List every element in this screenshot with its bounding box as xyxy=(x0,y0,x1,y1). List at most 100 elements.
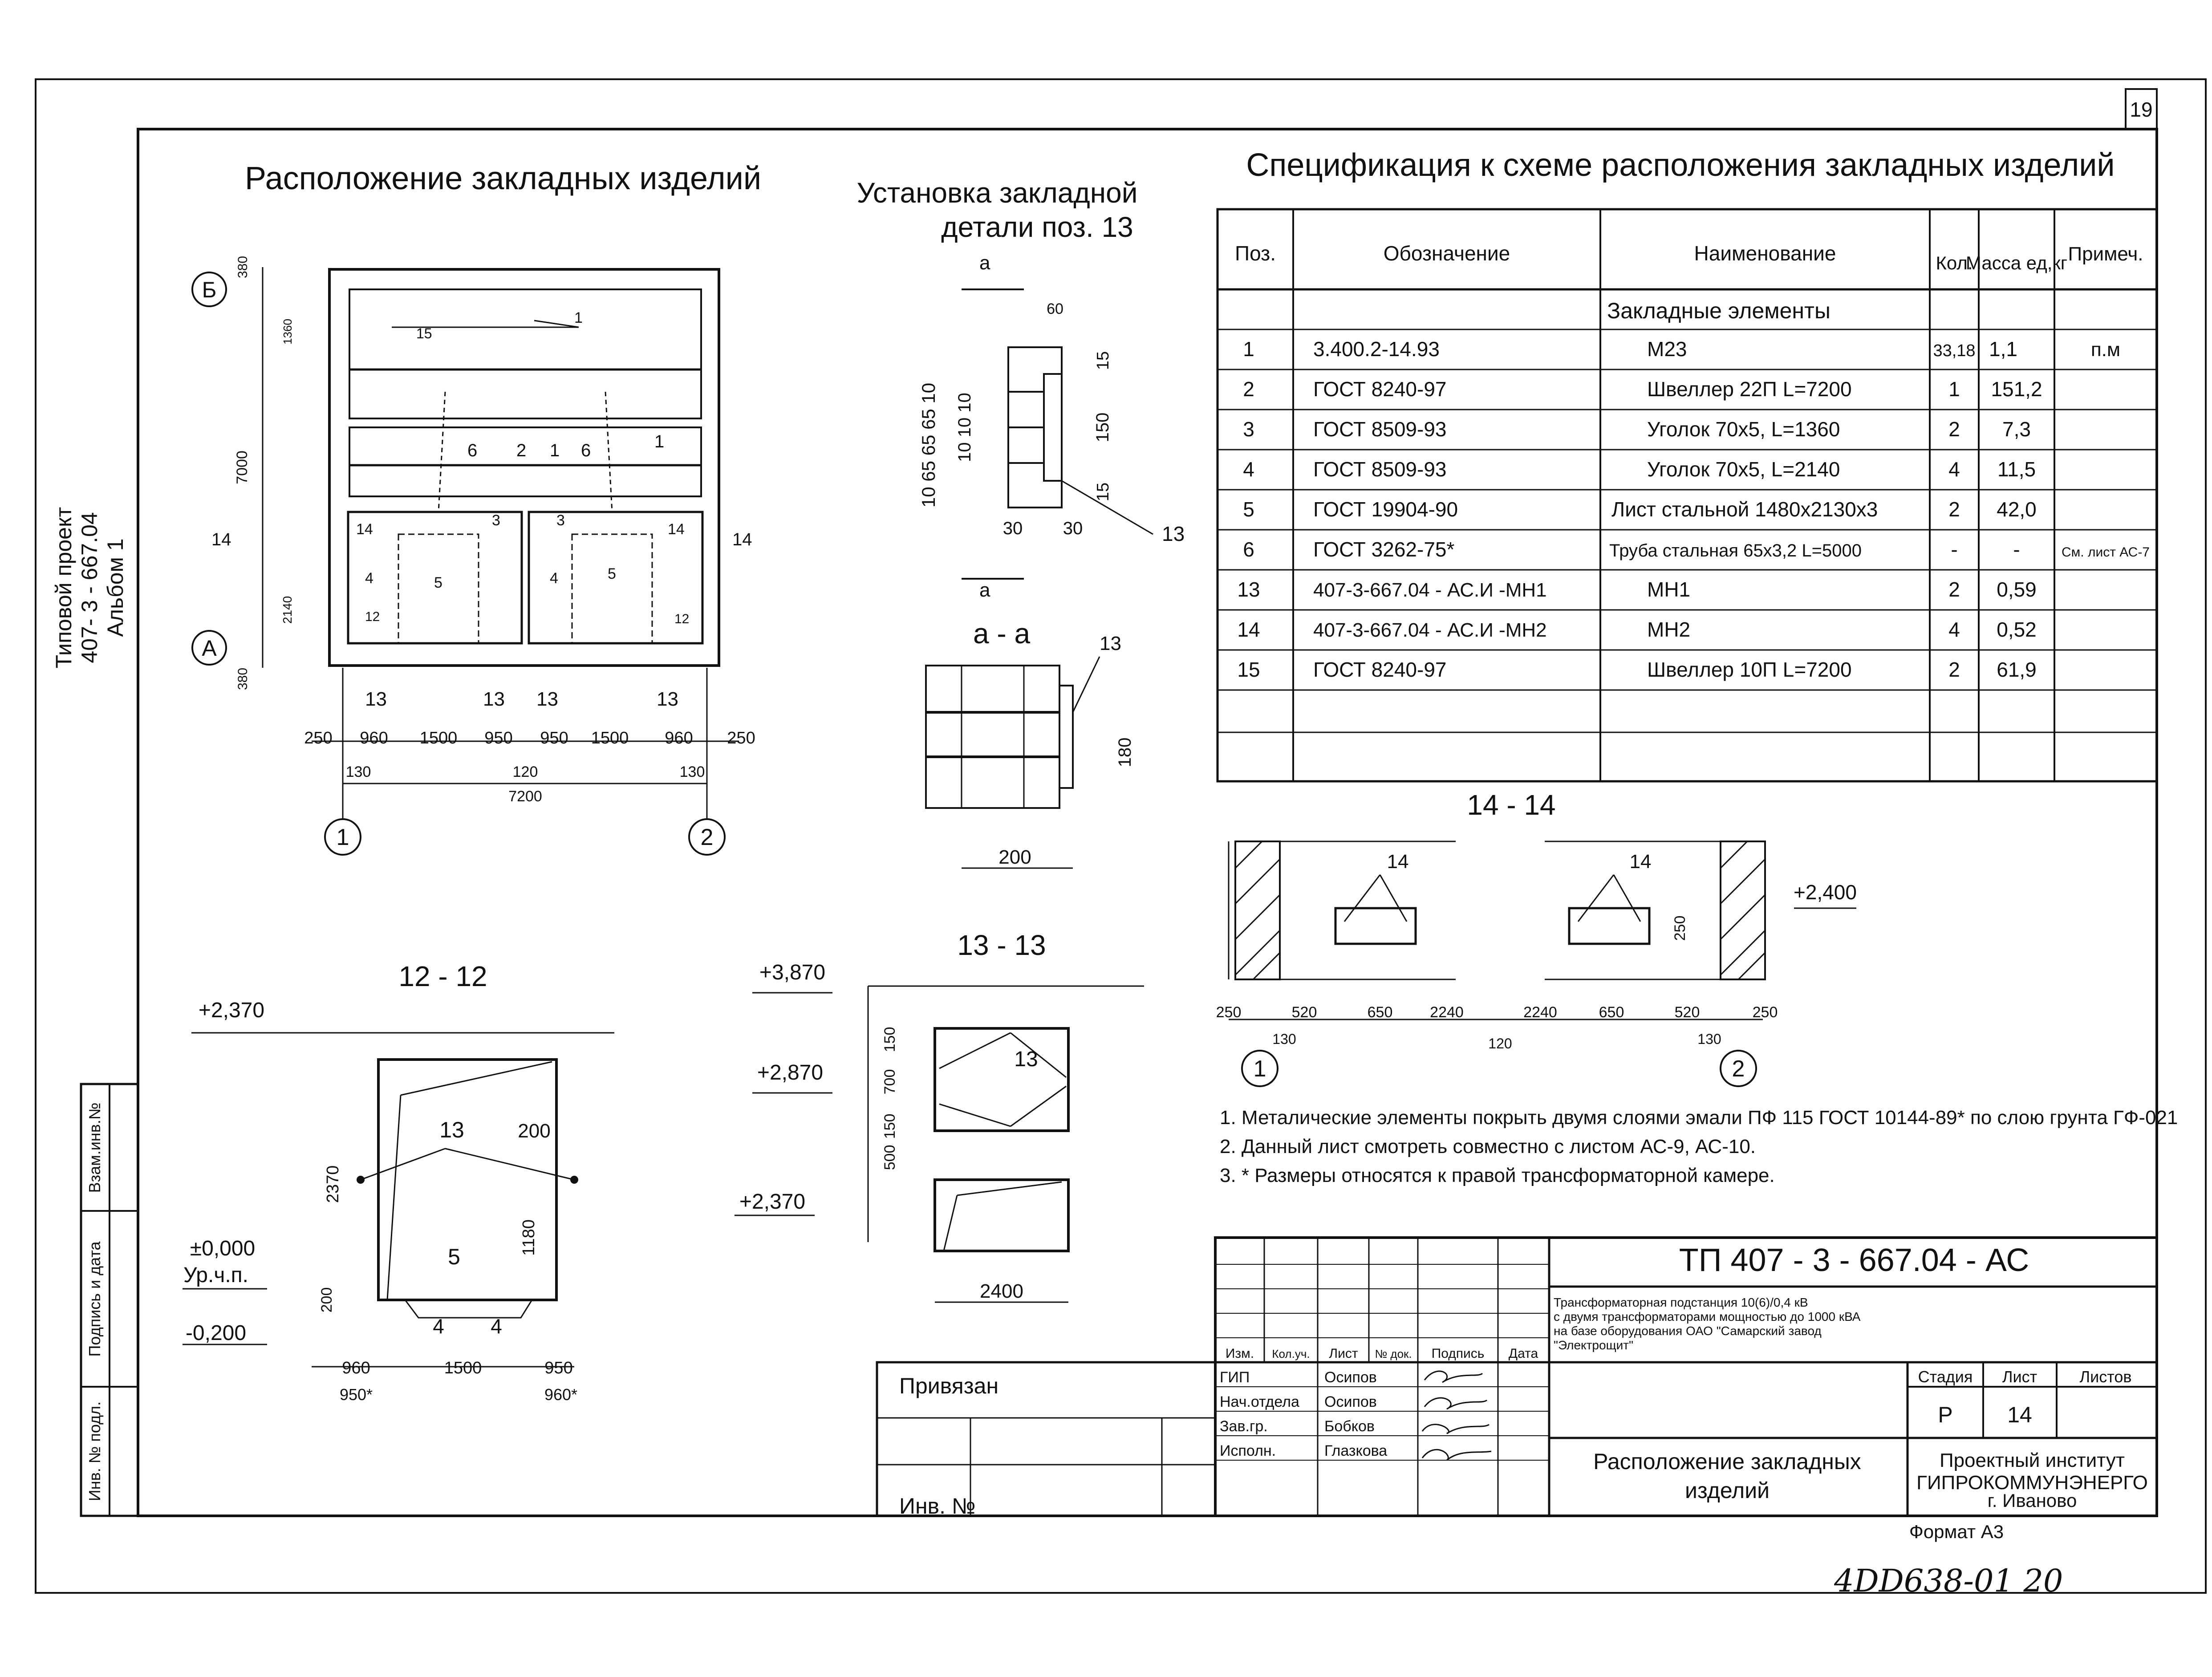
svg-text:13: 13 xyxy=(1014,1048,1038,1071)
project-line-2: с двумя трансформаторами мощностью до 10… xyxy=(1554,1310,1861,1324)
inventory-label: Инв. № xyxy=(899,1494,976,1519)
spec-cell: 61,9 xyxy=(1997,658,2037,681)
spec-table: Поз. Обозначение Наименование Кол. Масса… xyxy=(1216,208,2158,783)
detail-title-2: детали поз. 13 xyxy=(941,211,1133,243)
svg-text:6: 6 xyxy=(467,441,477,460)
svg-text:7000: 7000 xyxy=(234,451,251,484)
spec-cell: 13 xyxy=(1237,578,1260,601)
role-executor: Исполн. xyxy=(1220,1442,1276,1459)
section-1212-title: 12 - 12 xyxy=(398,960,487,992)
svg-text:7200: 7200 xyxy=(508,788,542,805)
svg-text:950: 950 xyxy=(484,729,512,747)
svg-text:2: 2 xyxy=(701,824,714,850)
title-block: ТП 407 - 3 - 667.04 - АС Трансформаторна… xyxy=(1214,1236,2158,1517)
sheet-number: 19 xyxy=(2130,98,2152,121)
svg-text:15: 15 xyxy=(1094,483,1112,501)
svg-text:4: 4 xyxy=(491,1315,502,1338)
table-row: 14 407-3-667.04 - АС.И -МН2 МН2 4 0,52 xyxy=(1237,618,2036,641)
svg-text:13: 13 xyxy=(365,688,387,710)
spec-cell: 2 xyxy=(1243,378,1254,401)
svg-text:30: 30 xyxy=(1003,519,1023,538)
svg-text:1500: 1500 xyxy=(444,1359,482,1377)
spec-cell: ГОСТ 8509-93 xyxy=(1313,458,1447,481)
role-group-head: Зав.гр. xyxy=(1220,1418,1268,1435)
svg-text:5: 5 xyxy=(434,574,442,591)
binding-label: Привязан xyxy=(899,1373,998,1398)
section-aa: 13 180 200 xyxy=(925,633,1135,869)
svg-text:+2,870: +2,870 xyxy=(757,1061,823,1084)
svg-text:120: 120 xyxy=(513,763,538,780)
role-head-dept: Нач.отдела xyxy=(1220,1393,1299,1410)
svg-text:13: 13 xyxy=(439,1117,464,1142)
svg-text:14: 14 xyxy=(211,530,231,549)
svg-text:14: 14 xyxy=(668,521,685,538)
spec-cell: МН1 xyxy=(1647,578,1690,601)
spec-cell: 0,52 xyxy=(1997,618,2037,641)
side-label-line1: Типовой проект xyxy=(51,507,76,669)
spec-cell: 6 xyxy=(1243,538,1254,561)
svg-text:2140: 2140 xyxy=(280,596,294,624)
svg-text:+2,370: +2,370 xyxy=(739,1190,805,1214)
table-row: 1 3.400.2-14.93 М23 33,18 1,1 п.м xyxy=(1243,337,2120,361)
spec-cell: Труба стальная 65х3,2 L=5000 xyxy=(1609,541,1862,560)
svg-text:120: 120 xyxy=(1488,1035,1512,1052)
svg-text:2240: 2240 xyxy=(1523,1004,1557,1021)
side-stamp-strip: Взам.инв.№ Подпись и дата Инв. № подл. xyxy=(80,1083,139,1517)
note-2: 2. Данный лист смотреть совместно с лист… xyxy=(1220,1136,1756,1157)
svg-text:1: 1 xyxy=(574,309,583,326)
svg-text:12: 12 xyxy=(365,609,380,624)
svg-text:1: 1 xyxy=(1254,1056,1266,1082)
table-row: 15 ГОСТ 8240-97 Швеллер 10П L=7200 2 61,… xyxy=(1237,658,2036,681)
org-line-2: ГИПРОКОММУНЭНЕРГО xyxy=(1916,1472,2148,1494)
svg-text:14: 14 xyxy=(356,521,373,538)
svg-text:14: 14 xyxy=(732,530,752,549)
spec-cell: п.м xyxy=(2091,339,2120,361)
spec-cell: 42,0 xyxy=(1997,498,2037,521)
svg-text:1360: 1360 xyxy=(281,319,294,345)
spec-cell: Лист стальной 1480х2130х3 xyxy=(1611,498,1878,521)
note-1: 1. Металические элементы покрыть двумя с… xyxy=(1220,1107,2178,1129)
spec-cell: 33,18 xyxy=(1933,341,1975,360)
spec-cell: 15 xyxy=(1237,658,1260,681)
spec-group-label: Закладные элементы xyxy=(1607,298,1830,323)
spec-cell: 1 xyxy=(1948,378,1960,401)
svg-text:650: 650 xyxy=(1368,1004,1393,1021)
spec-cell: ГОСТ 8240-97 xyxy=(1313,658,1447,681)
side-label-line2: 407- 3 - 667.04 xyxy=(77,512,102,663)
name-group-head: Бобков xyxy=(1324,1418,1375,1435)
svg-text:2: 2 xyxy=(1732,1056,1745,1082)
svg-text:60: 60 xyxy=(1047,300,1063,317)
svg-text:180: 180 xyxy=(1115,738,1135,767)
stamp-vzam-inv: Взам.инв.№ xyxy=(85,1102,104,1193)
spec-cell: ГОСТ 19904-90 xyxy=(1313,498,1458,521)
org-line-1: Проектный институт xyxy=(1940,1450,2125,1471)
stage-header-sheets: Листов xyxy=(2080,1368,2132,1386)
svg-text:+3,870: +3,870 xyxy=(759,961,825,984)
svg-text:Ур.ч.п.: Ур.ч.п. xyxy=(183,1263,248,1287)
svg-text:а: а xyxy=(979,252,990,274)
table-row: 4 ГОСТ 8509-93 Уголок 70х5, L=2140 4 11,… xyxy=(1243,458,2036,481)
svg-text:1180: 1180 xyxy=(520,1219,538,1256)
col-header-date: Дата xyxy=(1509,1346,1538,1361)
svg-text:950*: 950* xyxy=(340,1385,373,1404)
svg-text:а: а xyxy=(979,579,990,601)
plan-title: Расположение закладных изделий xyxy=(245,161,761,196)
section-1212: +2,370 13 200 5 4 4 2370 1180 200 ±0,000… xyxy=(183,999,614,1404)
spec-cell: ГОСТ 8509-93 xyxy=(1313,418,1447,441)
sheet-value: 14 xyxy=(2007,1402,2032,1427)
svg-text:950: 950 xyxy=(544,1359,572,1377)
spec-cell: 3.400.2-14.93 xyxy=(1313,337,1440,361)
spec-cell: Уголок 70х5, L=1360 xyxy=(1647,418,1840,441)
project-line-4: "Электрощит" xyxy=(1554,1338,1633,1352)
signature-marks xyxy=(1421,1370,1492,1461)
svg-text:10 10 10: 10 10 10 xyxy=(955,393,974,462)
svg-text:4: 4 xyxy=(550,570,558,587)
table-row: 2 ГОСТ 8240-97 Швеллер 22П L=7200 1 151,… xyxy=(1243,378,2042,401)
svg-text:200: 200 xyxy=(998,846,1031,868)
spec-cell: 2 xyxy=(1948,658,1960,681)
svg-text:150: 150 xyxy=(881,1027,898,1052)
svg-text:960*: 960* xyxy=(544,1385,577,1404)
svg-text:1: 1 xyxy=(337,824,349,850)
binding-block: Привязан Инв. № xyxy=(876,1361,1217,1519)
